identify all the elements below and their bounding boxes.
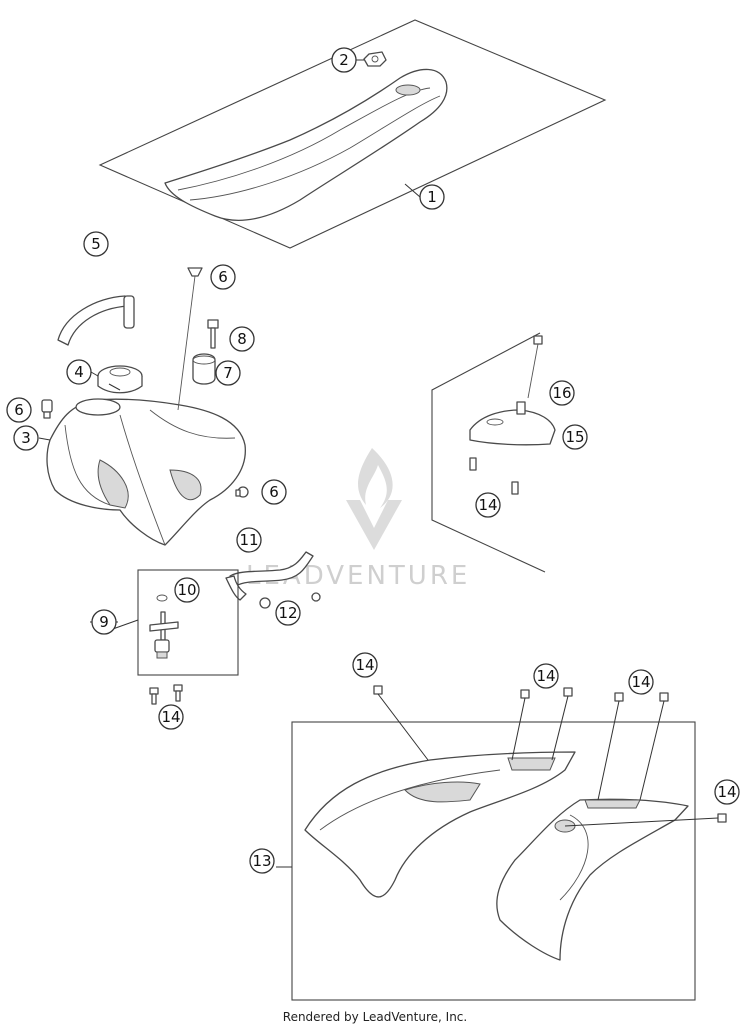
- svg-text:14: 14: [631, 673, 650, 691]
- callout-13[interactable]: 13: [249, 848, 275, 874]
- callout-3[interactable]: 3: [13, 425, 39, 451]
- svg-text:15: 15: [565, 428, 584, 446]
- fuel-pump: [149, 594, 179, 659]
- svg-text:3: 3: [21, 429, 31, 447]
- svg-text:6: 6: [269, 483, 279, 501]
- callout-12[interactable]: 12: [275, 600, 301, 626]
- callout-1[interactable]: 1: [419, 184, 445, 210]
- svg-text:14: 14: [717, 783, 736, 801]
- svg-text:14: 14: [478, 496, 497, 514]
- callout-16[interactable]: 16: [549, 380, 575, 406]
- fuel-pump-frame: [137, 569, 239, 676]
- callout-8[interactable]: 8: [229, 326, 255, 352]
- cover-screws: [469, 457, 519, 495]
- breather-hose: [57, 295, 135, 346]
- callout-14-spoiler-d[interactable]: 14: [714, 779, 740, 805]
- spoiler-screws: [373, 685, 727, 827]
- pump-screws: [149, 684, 183, 705]
- svg-text:14: 14: [161, 708, 180, 726]
- svg-text:11: 11: [239, 531, 258, 549]
- fuel-hose: [225, 551, 314, 601]
- callout-14-pump[interactable]: 14: [158, 704, 184, 730]
- callout-7[interactable]: 7: [215, 360, 241, 386]
- seat-frame: [98, 19, 607, 249]
- svg-text:8: 8: [237, 330, 247, 348]
- fuel-cap: [97, 365, 143, 394]
- svg-text:10: 10: [177, 581, 196, 599]
- callout-10[interactable]: 10: [174, 577, 200, 603]
- svg-text:4: 4: [74, 363, 84, 381]
- svg-text:16: 16: [552, 384, 571, 402]
- callout-6-right[interactable]: 6: [261, 479, 287, 505]
- callout-4[interactable]: 4: [66, 359, 92, 385]
- callout-14-cover[interactable]: 14: [475, 492, 501, 518]
- callout-14-spoiler-b[interactable]: 14: [533, 663, 559, 689]
- seat-bolt: [363, 51, 387, 67]
- svg-text:1: 1: [427, 188, 437, 206]
- fuel-tank: [46, 398, 246, 546]
- callout-15[interactable]: 15: [562, 424, 588, 450]
- callout-5[interactable]: 5: [83, 231, 109, 257]
- callout-6-top[interactable]: 6: [210, 264, 236, 290]
- callout-2[interactable]: 2: [331, 47, 357, 73]
- svg-text:6: 6: [14, 401, 24, 419]
- callout-9[interactable]: 9: [91, 609, 117, 635]
- svg-text:7: 7: [223, 364, 233, 382]
- screw-left: [41, 399, 53, 419]
- svg-text:14: 14: [536, 667, 555, 685]
- hose-clamp: [259, 592, 321, 609]
- svg-text:6: 6: [218, 268, 228, 286]
- spoiler-frame: [291, 721, 696, 1001]
- svg-text:9: 9: [99, 613, 109, 631]
- footer-credit: Rendered by LeadVenture, Inc.: [282, 1010, 468, 1024]
- tank-long-screw: [177, 267, 203, 411]
- cover-frame: [431, 332, 546, 573]
- svg-text:13: 13: [252, 852, 271, 870]
- svg-text:14: 14: [355, 656, 374, 674]
- spoiler-right: [496, 798, 689, 961]
- screw-right: [235, 486, 249, 498]
- svg-text:2: 2: [339, 51, 349, 69]
- callout-14-spoiler-c[interactable]: 14: [628, 669, 654, 695]
- svg-text:12: 12: [278, 604, 297, 622]
- callout-6-left[interactable]: 6: [6, 397, 32, 423]
- seat: [164, 68, 448, 222]
- callout-14-spoiler-a[interactable]: 14: [352, 652, 378, 678]
- tank-cover: [469, 401, 556, 446]
- spoiler-left: [304, 751, 576, 898]
- rubber-bushing: [192, 353, 216, 385]
- svg-text:5: 5: [91, 235, 101, 253]
- collar-bolt: [207, 319, 219, 349]
- callout-11[interactable]: 11: [236, 527, 262, 553]
- cover-long-bolt: [527, 335, 543, 399]
